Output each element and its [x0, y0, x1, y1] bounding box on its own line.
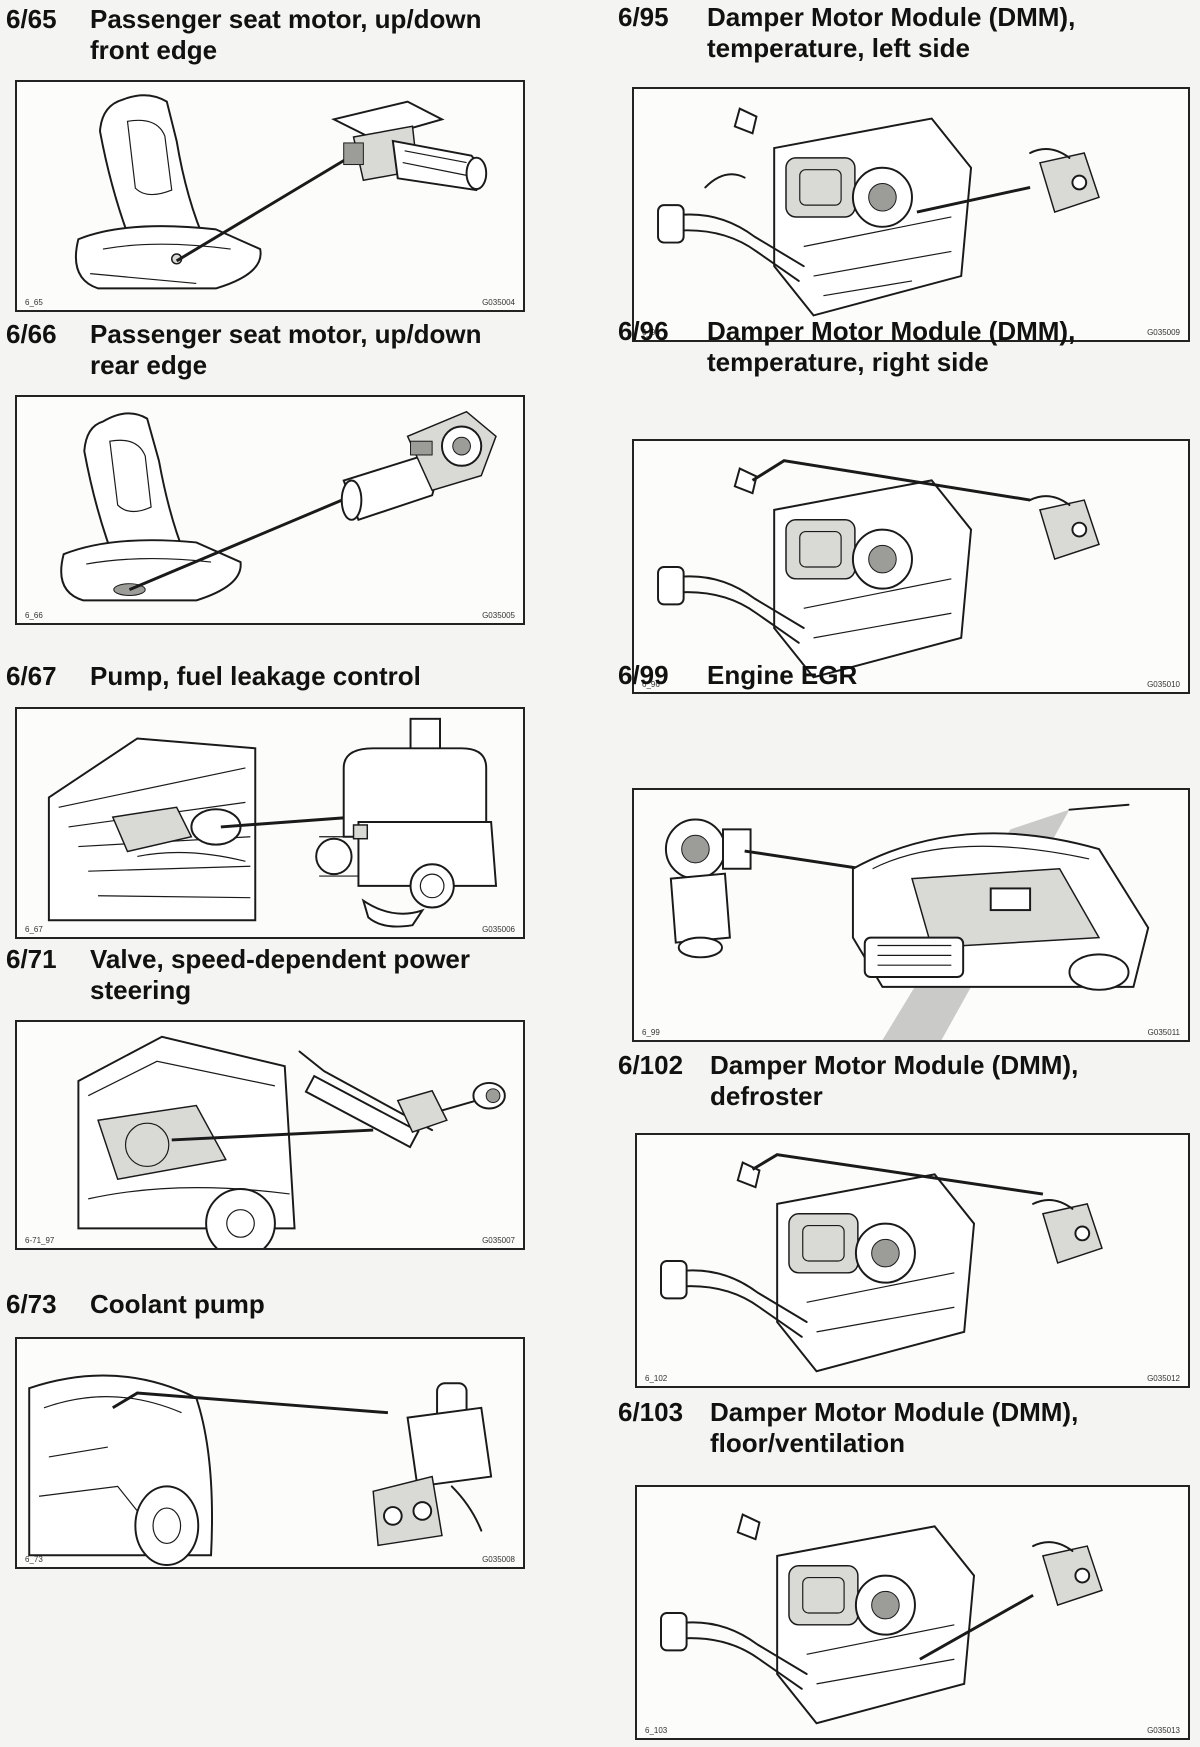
component-code: 6/66 — [6, 319, 57, 349]
component-code: 6/73 — [6, 1289, 57, 1319]
figure-reference: G035010 — [1147, 680, 1180, 689]
component-code: 6/103 — [618, 1397, 684, 1427]
component-code: 6/65 — [6, 4, 57, 34]
figure-reference: G035005 — [482, 611, 515, 620]
component-title: Valve, speed-dependent power steering — [90, 944, 470, 1005]
figure-id: 6_66 — [25, 611, 43, 620]
figure-id: 6_73 — [25, 1555, 43, 1564]
component-title: Damper Motor Module (DMM), temperature, … — [707, 316, 1076, 377]
component-code: 6/102 — [618, 1050, 684, 1080]
figure-id: 6_65 — [25, 298, 43, 307]
figure-id: 6_103 — [645, 1726, 668, 1735]
figure-coolant-pump: 6_73 G035008 — [15, 1337, 525, 1569]
component-title: Passenger seat motor, up/down rear edge — [90, 319, 482, 380]
figure-fuel-leakage-pump: 6_67 G035006 — [15, 707, 525, 939]
dmm-right-illustration — [657, 459, 1100, 679]
figure-engine-egr: 6_99 G035011 — [632, 788, 1190, 1042]
component-title: Pump, fuel leakage control — [90, 661, 421, 691]
seat-motor-front-illustration — [74, 94, 488, 290]
seat-motor-rear-illustration — [60, 410, 497, 602]
figure-seat-motor-front: 6_65 G035004 — [15, 80, 525, 312]
component-title: Damper Motor Module (DMM), temperature, … — [707, 2, 1076, 63]
figure-id: 6-71_97 — [25, 1236, 55, 1245]
figure-id: 6_96 — [642, 680, 660, 689]
figure-dmm-right: 6_96 G035010 — [632, 439, 1190, 694]
figure-reference: G035009 — [1147, 328, 1180, 337]
figure-reference: G035011 — [1147, 1028, 1180, 1037]
figure-dmm-left: 6_95 G035009 — [632, 87, 1190, 342]
component-code: 6/99 — [618, 660, 669, 690]
component-title: Damper Motor Module (DMM), floor/ventila… — [710, 1397, 1079, 1458]
figure-reference: G035013 — [1147, 1726, 1180, 1735]
figure-reference: G035007 — [482, 1236, 515, 1245]
component-code: 6/95 — [618, 2, 669, 32]
fuel-leakage-pump-illustration — [47, 717, 498, 928]
coolant-pump-illustration — [28, 1374, 493, 1567]
figure-id: 6_67 — [25, 925, 43, 934]
dmm-floor-illustration — [660, 1513, 1103, 1725]
dmm-defroster-illustration — [660, 1153, 1103, 1373]
figure-id: 6_102 — [645, 1374, 668, 1383]
component-code: 6/71 — [6, 944, 57, 974]
component-title: Coolant pump — [90, 1289, 265, 1319]
figure-reference: G035006 — [482, 925, 515, 934]
dmm-left-illustration — [657, 107, 1100, 317]
figure-reference: G035008 — [482, 1555, 515, 1564]
component-title: Damper Motor Module (DMM), defroster — [710, 1050, 1079, 1111]
figure-reference: G035004 — [482, 298, 515, 307]
component-title: Engine EGR — [707, 660, 858, 690]
power-steering-valve-illustration — [77, 1035, 506, 1248]
figure-dmm-floor-ventilation: 6_103 G035013 — [635, 1485, 1190, 1740]
component-title: Passenger seat motor, up/down front edge — [90, 4, 482, 65]
engine-egr-illustration — [664, 803, 1150, 1040]
figure-id: 6_95 — [642, 328, 660, 337]
figure-seat-motor-rear: 6_66 G035005 — [15, 395, 525, 625]
figure-id: 6_99 — [642, 1028, 660, 1037]
figure-power-steering-valve: 6-71_97 G035007 — [15, 1020, 525, 1250]
figure-dmm-defroster: 6_102 G035012 — [635, 1133, 1190, 1388]
component-code: 6/96 — [618, 316, 669, 346]
figure-reference: G035012 — [1147, 1374, 1180, 1383]
component-code: 6/67 — [6, 661, 57, 691]
